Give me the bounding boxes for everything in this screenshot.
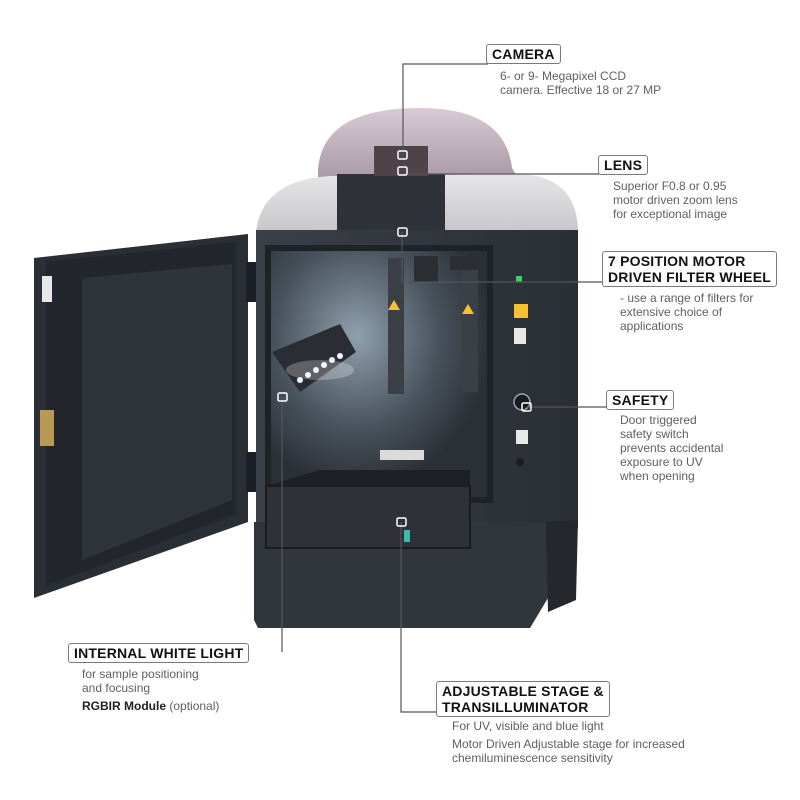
- door-lock: [40, 410, 54, 446]
- white-light-description: for sample positioning and focusing: [82, 667, 199, 695]
- rgbir-module-name: RGBIR Module: [82, 699, 166, 713]
- stage-description: For UV, visible and blue light Motor Dri…: [452, 719, 685, 765]
- white-light-label: INTERNAL WHITE LIGHT: [68, 643, 250, 663]
- safety-line-5: when opening: [620, 469, 695, 483]
- lens-line-3: for exceptional image: [613, 207, 728, 221]
- stage-drawer: [266, 486, 470, 548]
- stage-title-line-1: ADJUSTABLE STAGE &: [442, 683, 604, 699]
- white-light-line-2: and focusing: [82, 681, 151, 695]
- filter-wheel-title-line-1: 7 POSITION MOTOR: [608, 253, 746, 269]
- lens-description: Superior F0.8 or 0.95 motor driven zoom …: [613, 179, 738, 221]
- camera-description: 6- or 9- Megapixel CCD camera. Effective…: [500, 69, 661, 97]
- camera-hood: [318, 108, 518, 178]
- filter-wheel-line-2: extensive choice of: [620, 305, 723, 319]
- stage-line-2: Motor Driven Adjustable stage for increa…: [452, 737, 685, 751]
- white-light-line-1: for sample positioning: [82, 667, 199, 681]
- safety-title: SAFETY: [612, 392, 669, 408]
- filter-wheel-line-1: - use a range of filters for: [620, 291, 754, 305]
- stage-line-1: For UV, visible and blue light: [452, 719, 604, 733]
- lens-title: LENS: [604, 157, 643, 173]
- stage-label: ADJUSTABLE STAGE & TRANSILLUMINATOR: [436, 681, 610, 717]
- safety-line-1: Door triggered: [620, 413, 697, 427]
- stage-title-line-2: TRANSILLUMINATOR: [442, 699, 589, 715]
- white-light-bar: [272, 324, 356, 392]
- safety-label: SAFETY: [606, 390, 675, 410]
- white-light-title: INTERNAL WHITE LIGHT: [74, 645, 244, 661]
- safety-line-2: safety switch: [620, 427, 689, 441]
- stage-line-3: chemiluminescence sensitivity: [452, 751, 613, 765]
- filter-wheel-label: 7 POSITION MOTOR DRIVEN FILTER WHEEL: [602, 251, 777, 287]
- camera-line-2: camera. Effective 18 or 27 MP: [500, 83, 662, 97]
- safety-line-3: prevents accidental: [620, 441, 724, 455]
- camera-line-1: 6- or 9- Megapixel CCD: [500, 69, 627, 83]
- safety-line-4: exposure to UV: [620, 455, 703, 469]
- camera-block: [337, 174, 445, 232]
- filter-wheel-title-line-2: DRIVEN FILTER WHEEL: [608, 269, 771, 285]
- camera-title: CAMERA: [492, 46, 555, 62]
- lens-line-1: Superior F0.8 or 0.95: [613, 179, 727, 193]
- safety-description: Door triggered safety switch prevents ac…: [620, 413, 723, 483]
- filter-wheel-line-3: applications: [620, 319, 684, 333]
- rgbir-module-note: RGBIR Module (optional): [82, 699, 219, 713]
- rgbir-module-optional: (optional): [169, 699, 220, 713]
- filter-wheel-description: - use a range of filters for extensive c…: [620, 291, 753, 333]
- lens-line-2: motor driven zoom lens: [613, 193, 738, 207]
- camera-label: CAMERA: [486, 44, 561, 64]
- lens-label: LENS: [598, 155, 649, 175]
